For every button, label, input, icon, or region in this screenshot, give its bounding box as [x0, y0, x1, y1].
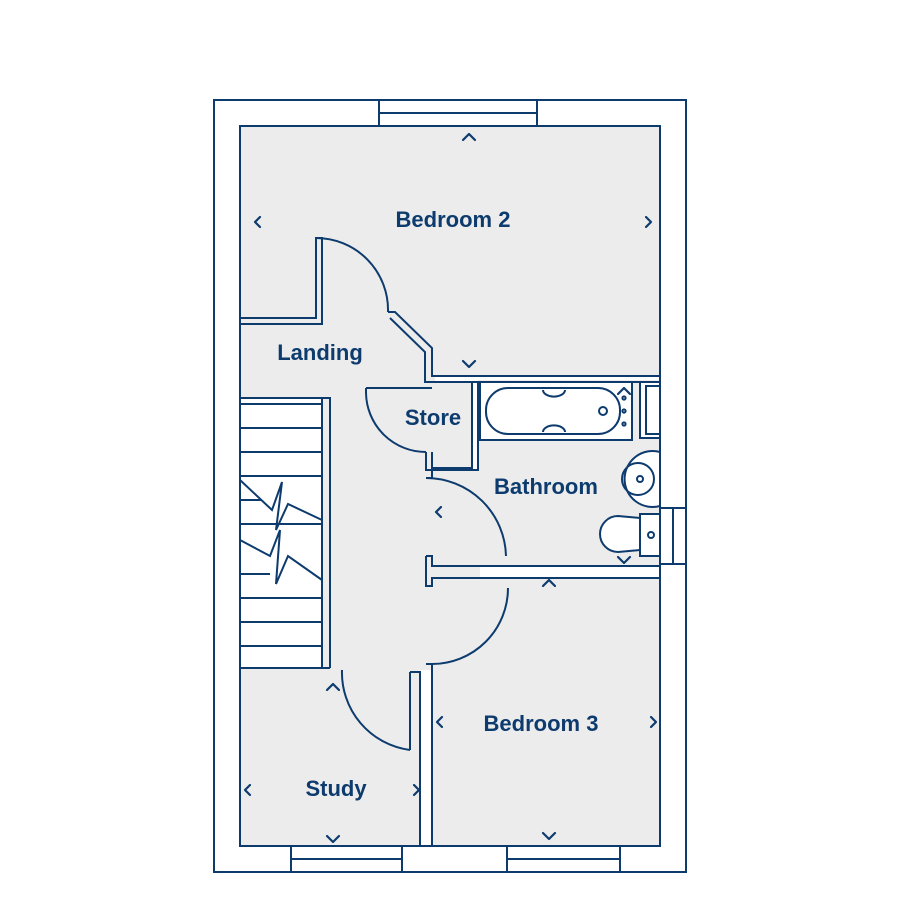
bathroom-fixtures: [479, 381, 661, 557]
stair-break-mark: [239, 479, 323, 531]
bedroom-3-floor: [432, 578, 660, 846]
door-bathroom: [425, 477, 507, 557]
direction-markers: [243, 132, 658, 844]
toilet: [599, 513, 661, 557]
label-landing: Landing: [277, 340, 363, 365]
label-bathroom: Bathroom: [494, 474, 598, 499]
door-store: [365, 392, 427, 453]
study-floor: [240, 668, 420, 846]
label-bedroom-2: Bedroom 2: [396, 207, 511, 232]
door-bedroom-3: [431, 587, 509, 665]
staircase: [239, 397, 331, 669]
label-study: Study: [305, 776, 367, 801]
windows: [290, 99, 687, 873]
doors: [315, 237, 509, 751]
bath-inner: [485, 387, 621, 435]
door-bedroom-2: [315, 237, 390, 313]
store-floor: [432, 382, 472, 468]
door-study: [340, 669, 411, 751]
room-labels: Bedroom 2 Landing Store Bathroom Bedroom…: [277, 207, 598, 801]
basin: [621, 450, 661, 508]
label-store: Store: [405, 405, 461, 430]
label-bedroom-3: Bedroom 3: [484, 711, 599, 736]
